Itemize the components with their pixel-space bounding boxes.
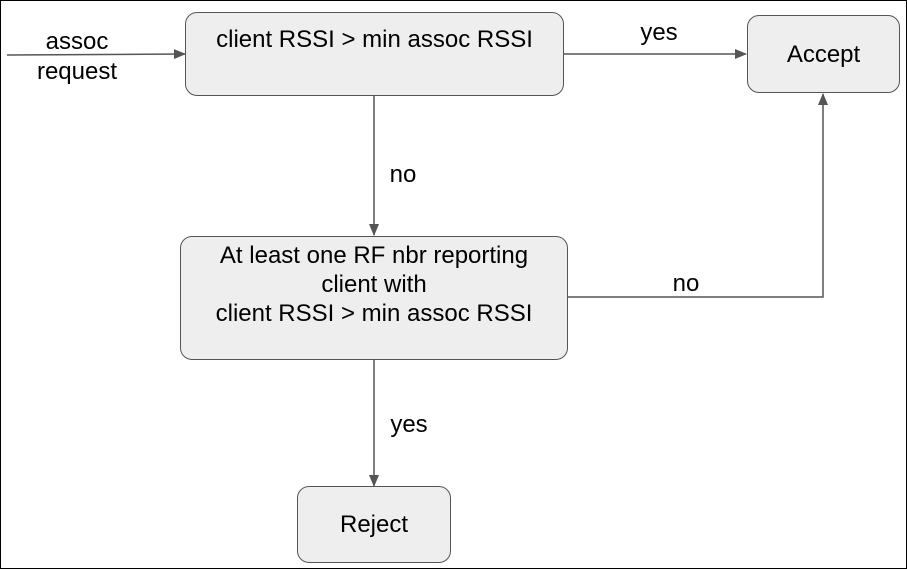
no-to-accept-connector xyxy=(567,93,828,298)
rssi-check-node: client RSSI > min assoc RSSI xyxy=(185,12,564,96)
rssi-yes-label: yes xyxy=(640,19,678,46)
assoc-request-line-1: assoc xyxy=(45,28,109,55)
reject-text: Reject xyxy=(339,511,409,538)
rssi-no-label: no xyxy=(389,161,417,188)
neighbor-check-node: At least one RF nbr reporting client wit… xyxy=(180,236,568,360)
neighbor-no-label: no xyxy=(672,270,700,297)
accept-node: Accept xyxy=(747,15,900,93)
assoc-request-line-2: request xyxy=(36,58,118,85)
neighbor-yes-label: yes xyxy=(390,411,428,438)
neighbor-check-line-2: client with xyxy=(321,271,427,298)
neighbor-check-line-1: At least one RF nbr reporting xyxy=(219,242,529,269)
reject-node: Reject xyxy=(297,486,451,563)
rssi-check-text: client RSSI > min assoc RSSI xyxy=(216,26,533,53)
assoc-request-label: assoc request xyxy=(17,27,137,87)
input-arrow xyxy=(6,49,186,60)
neighbor-check-line-3: client RSSI > min assoc RSSI xyxy=(215,300,533,327)
accept-text: Accept xyxy=(786,40,861,68)
